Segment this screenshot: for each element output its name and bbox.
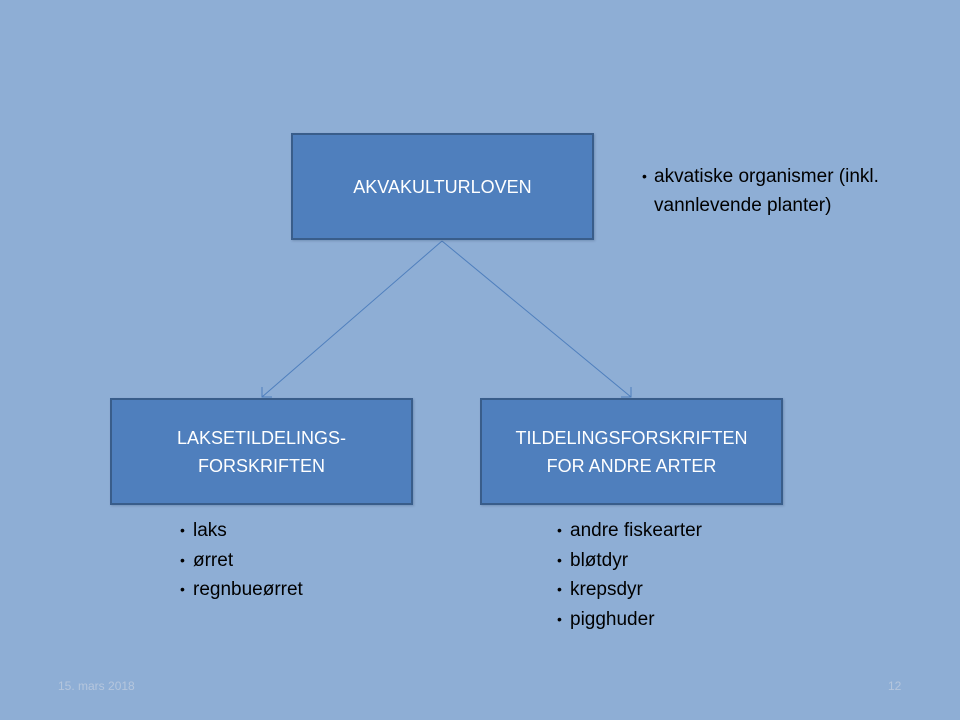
bullet-item: • krepsdyr — [557, 575, 817, 605]
bullet-text: laks — [193, 520, 227, 541]
bullet-item: • laks — [180, 516, 400, 546]
bullet-icon: • — [642, 168, 647, 184]
bullet-icon: • — [557, 551, 562, 568]
arrowhead-right — [621, 387, 632, 398]
footer-date: 15. mars 2018 — [58, 679, 135, 693]
connector-to-left — [261, 240, 443, 398]
bullet-text: krepsdyr — [570, 579, 643, 600]
tildelingsforskriften-box: TILDELINGSFORSKRIFTEN FOR ANDRE ARTER — [480, 398, 783, 505]
bullet-icon: • — [557, 610, 562, 627]
laksetildelingsforskriften-label: LAKSETILDELINGS- FORSKRIFTEN — [176, 427, 347, 476]
akvakulturloven-label: AKVAKULTURLOVEN — [353, 176, 532, 197]
bullet-icon: • — [180, 551, 185, 568]
arrowhead-left — [261, 387, 272, 398]
bullet-item: • regnbueørret — [180, 575, 400, 605]
other-species-bullets: • andre fiskearter • bløtdyr • krepsdyr … — [557, 516, 817, 634]
bullet-text: akvatiske organismer (inkl. vannlevende … — [654, 166, 879, 216]
bullet-text: andre fiskearter — [570, 520, 703, 541]
akvakulturloven-bullets: • akvatiske organismer (inkl. vannlevend… — [642, 162, 942, 220]
bullet-icon: • — [180, 522, 185, 538]
bullet-item: • andre fiskearter — [557, 516, 817, 546]
bullet-item: • bløtdyr — [557, 546, 817, 576]
bullet-text: regnbueørret — [193, 579, 303, 600]
bullet-text: pigghuder — [570, 608, 655, 630]
laksetildelingsforskriften-box: LAKSETILDELINGS- FORSKRIFTEN — [110, 398, 413, 505]
bullet-item: • pigghuder — [557, 605, 817, 635]
akvakulturloven-box: AKVAKULTURLOVEN — [291, 133, 594, 240]
bullet-item: • akvatiske organismer (inkl. vannlevend… — [642, 162, 942, 220]
bullet-text: ørret — [193, 549, 234, 571]
bullet-icon: • — [180, 581, 185, 597]
connector-to-right — [441, 240, 632, 398]
bullet-text: bløtdyr — [570, 549, 629, 571]
bullet-item: • ørret — [180, 546, 400, 576]
tildelingsforskriften-label: TILDELINGSFORSKRIFTEN FOR ANDRE ARTER — [515, 427, 748, 476]
bullet-icon: • — [557, 581, 562, 597]
laks-species-bullets: • laks • ørret • regnbueørret — [180, 516, 400, 605]
bullet-icon: • — [557, 522, 562, 538]
slide-number: 12 — [888, 679, 902, 693]
